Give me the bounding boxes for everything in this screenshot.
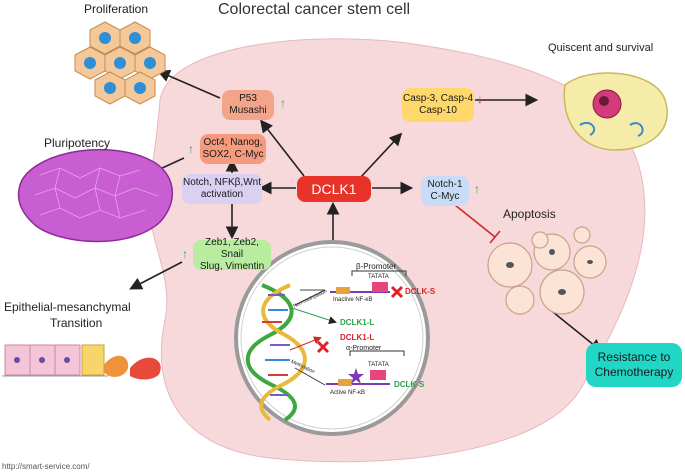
p53-line1: P53 xyxy=(239,93,257,104)
dclk-s-bottom-label: DCLK-S xyxy=(394,380,425,389)
active-nfkb-label: Active NF-κB xyxy=(330,390,366,396)
tatata-top-label: TATATA xyxy=(368,274,389,280)
upregulation-arrow-icon: ↑ xyxy=(188,142,194,156)
upregulation-arrow-icon: ↑ xyxy=(474,182,480,196)
pluripotency-label: Pluripotency xyxy=(44,136,111,150)
proliferation-cells-icon xyxy=(74,21,166,105)
notch-line2: activation xyxy=(200,189,244,200)
quiescent-label: Quiscent and survival xyxy=(548,42,654,54)
zeb-line1: Zeb1, Zeb2, Snail xyxy=(205,237,259,260)
inhibition-line xyxy=(454,204,501,244)
resistance-line2: Chemotherapy xyxy=(594,365,674,379)
source-url: http://smart-service.com/ xyxy=(2,462,90,471)
notch-line1: Notch, NFKβ,Wnt xyxy=(183,177,261,188)
upregulation-arrow-icon: ↑ xyxy=(280,96,286,110)
block-x-icon xyxy=(316,285,404,354)
zeb-snail-box: Zeb1, Zeb2, Snail Slug, Vimentin xyxy=(193,237,271,272)
resistance-line1: Resistance to xyxy=(597,350,671,364)
notch1-line1: Notch-1 xyxy=(427,179,463,190)
upregulation-arrow-icon: ↑ xyxy=(182,247,188,261)
tatata-bottom-label: TATATA xyxy=(368,362,389,368)
casp-line1: Casp-3, Casp-4 xyxy=(402,93,474,104)
p53-musashi-box: P53 Musashi xyxy=(222,90,274,120)
oct4-line1: Oct4, Nanog, xyxy=(203,137,263,148)
inactive-nfkb-label: Inactive NF-κB xyxy=(333,297,373,303)
zeb-line2: Slug, Vimentin xyxy=(199,261,265,272)
resistance-box: Resistance to Chemotherapy xyxy=(586,343,682,387)
casp-line2: Casp-10 xyxy=(419,105,457,116)
oct4-line2: SOX2, C-Myc xyxy=(202,149,264,160)
notch-nfkb-wnt-box: Notch, NFKβ,Wnt activation xyxy=(182,174,262,204)
dclk1-label: DCLK1 xyxy=(311,181,357,197)
dclk1-box: DCLK1 xyxy=(297,176,371,202)
quiescent-cell-icon xyxy=(563,72,668,151)
dclk1-l-red-label: DCLK1-L xyxy=(340,333,375,342)
diagram-title: Colorectal cancer stem cell xyxy=(218,1,411,18)
beta-promoter-label: β-Promoter xyxy=(356,262,397,271)
notch1-line2: C-Myc xyxy=(430,191,460,202)
downregulation-arrow-icon: ↓ xyxy=(477,92,483,106)
p53-line2: Musashi xyxy=(229,105,267,116)
dna-helix-icon xyxy=(245,283,307,422)
methyl-group-icon xyxy=(348,368,364,384)
dclk-s-top-label: DCLK-S xyxy=(405,287,436,296)
apoptosis-label: Apoptosis xyxy=(503,207,556,221)
emt-label-line2: Transition xyxy=(50,316,103,330)
emt-label-line1: Epithelial-mesanchymal xyxy=(4,300,131,314)
emt-cells-icon xyxy=(2,344,161,380)
notch1-cmyc-box: Notch-1 C-Myc xyxy=(421,176,469,206)
proliferation-label: Proliferation xyxy=(84,2,149,16)
oct4-nanog-box: Oct4, Nanog, SOX2, C-Myc xyxy=(200,134,266,164)
caspase-box: Casp-3, Casp-4 Casp-10 xyxy=(402,88,474,122)
pluripotency-tissue-icon xyxy=(17,148,174,243)
alpha-promoter-label: α-Promoter xyxy=(346,345,382,352)
dclk1-l-green-label: DCLK1-L xyxy=(340,318,375,327)
